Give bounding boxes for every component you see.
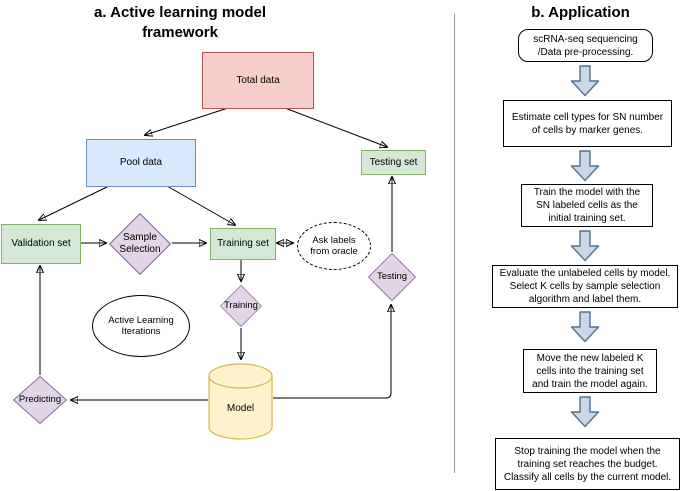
node-model: Model — [208, 363, 273, 440]
panel-b-title: b. Application — [531, 4, 630, 21]
step-text: Train the model with the SN labeled cell… — [533, 187, 641, 224]
diamond-shape — [13, 376, 67, 424]
down-block-arrow — [570, 150, 600, 182]
arrow-pool-to-validation — [39, 185, 110, 220]
down-block-arrow — [570, 230, 600, 262]
cylinder-shape — [208, 363, 273, 440]
node-predicting: Predicting — [13, 376, 67, 424]
diamond-shape — [109, 213, 171, 275]
node-label: Pool data — [119, 157, 163, 168]
panel-a-title: a. Active learning model framework — [94, 4, 266, 41]
arrow-pool-to-training-set — [166, 185, 235, 225]
node-validation-set: Validation set — [1, 224, 81, 264]
node-label: Validation set — [11, 238, 71, 249]
node-total-data: Total data — [202, 52, 314, 109]
node-testing: Testing — [368, 253, 416, 301]
diamond-shape — [220, 285, 262, 327]
arrow-total-to-testing-set — [284, 107, 387, 147]
step-box-evaluate-select: Evaluate the unlabeled cells by model. S… — [492, 265, 678, 308]
arrow-model-to-testing — [273, 305, 391, 399]
down-block-arrow — [570, 65, 600, 97]
step-box-move-labeled: Move the new labeled K cells into the tr… — [523, 349, 657, 393]
node-label: Testing set — [369, 156, 418, 168]
step-text: Evaluate the unlabeled cells by model. S… — [499, 268, 671, 305]
step-box-preprocessing: scRNA-seq sequencing /Data pre-processin… — [518, 29, 653, 62]
step-text: Stop training the model when the trainin… — [503, 445, 672, 483]
step-box-train-initial: Train the model with the SN labeled cell… — [521, 184, 653, 227]
node-label: Training — [224, 300, 258, 312]
step-box-stop-training: Stop training the model when the trainin… — [495, 438, 680, 490]
node-training: Training — [220, 285, 262, 327]
node-label: Total data — [236, 74, 280, 86]
down-block-arrow — [570, 311, 600, 343]
step-text: Move the new labeled K cells into the tr… — [532, 352, 648, 390]
step-box-estimate-cell-types: Estimate cell types for SN number of cel… — [503, 100, 672, 147]
node-sample-selection: Sample Selection — [109, 213, 171, 275]
node-label: Active Learning Iterations — [108, 314, 174, 337]
diamond-shape — [368, 253, 416, 301]
step-text: scRNA-seq sequencing /Data pre-processin… — [533, 33, 638, 58]
node-pool-data: Pool data — [86, 139, 196, 187]
node-active-learning-iterations: Active Learning Iterations — [92, 295, 190, 357]
step-text: Estimate cell types for SN number of cel… — [511, 111, 664, 136]
down-block-arrow — [570, 396, 600, 428]
node-training-set: Training set — [210, 228, 276, 260]
node-label: Sample Selection — [119, 232, 161, 255]
node-label: Predicting — [18, 394, 62, 406]
node-testing-set: Testing set — [361, 150, 426, 175]
panel-divider — [454, 14, 455, 473]
node-ask-oracle: Ask labels from oracle — [297, 222, 371, 270]
node-label: Testing — [376, 271, 408, 283]
node-label: Model — [226, 403, 255, 414]
arrow-total-to-pool — [145, 107, 229, 135]
node-label: Ask labels from oracle — [310, 234, 358, 257]
node-label: Training set — [217, 238, 269, 249]
